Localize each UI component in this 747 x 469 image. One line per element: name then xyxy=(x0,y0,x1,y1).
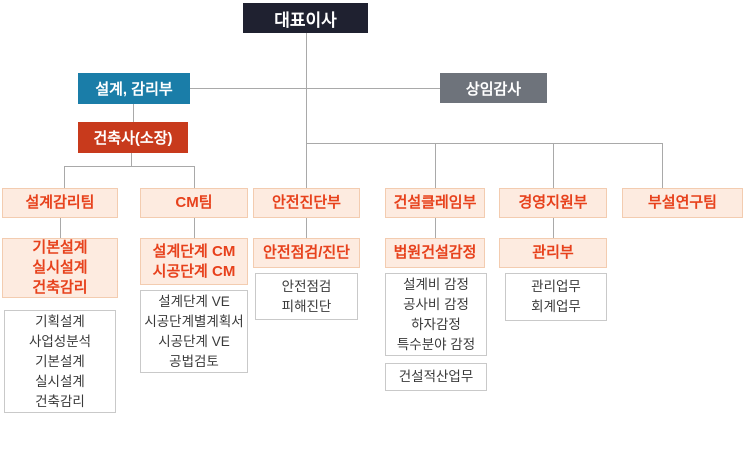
detail-estimation: 건설적산업무 xyxy=(385,363,487,391)
connector-team1-drop xyxy=(64,166,65,188)
connector-ceo-vertical xyxy=(306,33,307,188)
connector-architect-branch xyxy=(64,166,195,167)
team-construction-claim: 건설클레임부 xyxy=(385,188,485,218)
connector-team2-sub xyxy=(194,218,195,238)
sub-construction-claim: 법원건설감정 xyxy=(385,238,485,268)
architect-box: 건축사(소장) xyxy=(78,122,188,153)
team-research: 부설연구팀 xyxy=(622,188,743,218)
ceo-box: 대표이사 xyxy=(243,3,368,33)
connector-dept-auditor xyxy=(190,88,440,89)
connector-team4-sub xyxy=(435,218,436,238)
team-cm: CM팀 xyxy=(140,188,248,218)
connector-team6-drop xyxy=(662,143,663,188)
design-dept-box: 설계, 감리부 xyxy=(78,73,190,104)
connector-team1-sub xyxy=(60,218,61,238)
connector-dept-architect xyxy=(133,104,134,122)
detail-management-support: 관리업무 회계업무 xyxy=(505,273,607,321)
detail-safety-diagnosis: 안전점검 피해진단 xyxy=(255,273,358,320)
team-management-support: 경영지원부 xyxy=(499,188,607,218)
team-design-supervision: 설계감리팀 xyxy=(2,188,118,218)
connector-team4-drop xyxy=(435,143,436,188)
team-safety-diagnosis: 안전진단부 xyxy=(253,188,360,218)
connector-team3-sub xyxy=(306,218,307,238)
auditor-box: 상임감사 xyxy=(440,73,547,103)
sub-safety-diagnosis: 안전점검/진단 xyxy=(253,238,360,268)
detail-cm: 설계단계 VE 시공단계별계획서 시공단계 VE 공법검토 xyxy=(140,290,248,373)
connector-architect-drop xyxy=(131,153,132,166)
connector-team5-drop xyxy=(553,143,554,188)
connector-team2-drop xyxy=(194,166,195,188)
sub-cm: 설계단계 CM 시공단계 CM xyxy=(140,238,248,285)
sub-management-support: 관리부 xyxy=(499,238,607,268)
connector-main-branch xyxy=(306,143,662,144)
detail-design-supervision: 기획설계 사업성분석 기본설계 실시설계 건축감리 xyxy=(4,310,116,413)
connector-team5-sub xyxy=(553,218,554,238)
detail-construction-claim: 설계비 감정 공사비 감정 하자감정 특수분야 감정 xyxy=(385,273,487,356)
sub-design-supervision: 기본설계 실시설계 건축감리 xyxy=(2,238,118,298)
